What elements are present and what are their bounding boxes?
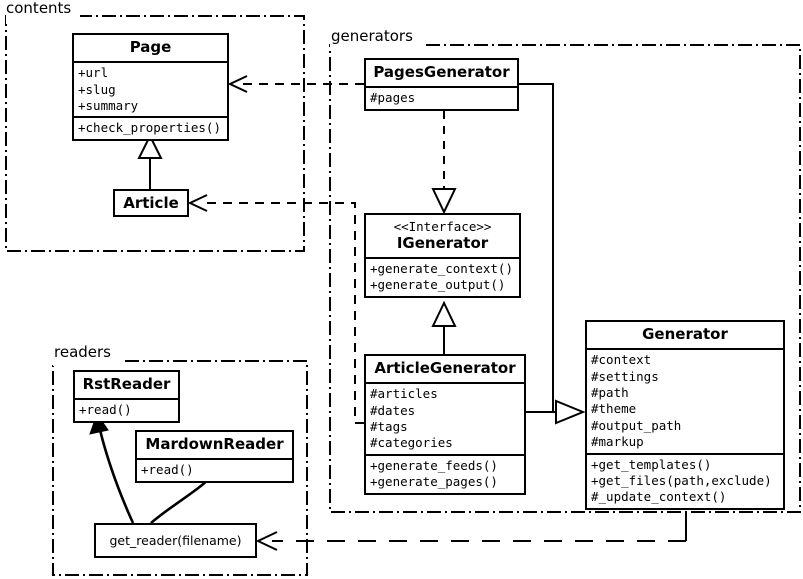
operation: +read()	[79, 402, 132, 418]
class-title-page: Page	[129, 38, 172, 56]
attribute: +url	[78, 65, 109, 81]
class-operations-page: +check_properties()	[74, 116, 227, 138]
attribute: #path	[591, 385, 629, 400]
class-attributes-pagesgenerator: #pages	[366, 86, 517, 108]
class-operations-igenerator: +generate_context() +generate_output()	[366, 256, 519, 296]
class-attributes-articlegenerator: #articles #dates #tags #categories	[366, 382, 524, 454]
class-name-igenerator: IGenerator	[396, 233, 489, 252]
function-label-get-reader: get_reader(filename)	[109, 533, 242, 548]
operation: +read()	[141, 462, 194, 478]
class-box-article[interactable]: Article	[113, 189, 189, 217]
operation: +generate_pages()	[370, 474, 498, 490]
class-title-articlegenerator: ArticleGenerator	[374, 359, 516, 377]
operation: +generate_output()	[370, 277, 506, 293]
attribute: #articles	[370, 386, 438, 402]
connector-get-reader-creates-rstreader	[89, 412, 135, 524]
class-title-article: Article	[123, 194, 179, 212]
operation: +get_templates()	[591, 456, 712, 472]
operation: +check_properties()	[78, 120, 221, 136]
connector-generators-uses-get-reader	[255, 512, 687, 551]
attribute: +slug	[78, 81, 116, 97]
class-box-rstreader[interactable]: RstReader +read()	[73, 370, 180, 423]
package-label-readers: readers	[54, 343, 111, 361]
connector-articlegenerator-inherits-generator	[526, 399, 586, 425]
class-title-generator: Generator	[642, 325, 728, 343]
class-operations-mardownreader: +read()	[137, 458, 292, 480]
connector-articlegenerator-uses-article	[187, 194, 364, 424]
class-box-pagesgenerator[interactable]: PagesGenerator #pages	[364, 58, 519, 111]
class-title-pagesgenerator: PagesGenerator	[373, 63, 510, 81]
class-box-page[interactable]: Page +url +slug +summary +check_properti…	[72, 33, 229, 141]
operation: +get_files(path,exclude)	[591, 472, 772, 488]
class-title-rstreader: RstReader	[82, 375, 171, 393]
class-attributes-generator: #context #settings #path #theme #output_…	[587, 348, 783, 452]
operation: +generate_feeds()	[370, 457, 498, 473]
class-operations-articlegenerator: +generate_feeds() +generate_pages()	[366, 453, 524, 493]
attribute: #theme	[591, 401, 637, 417]
attribute: #markup	[591, 434, 644, 450]
attribute: +summary	[78, 98, 139, 113]
attribute: #output_path	[591, 417, 682, 433]
attribute: #categories	[370, 435, 453, 451]
operation: +generate_context()	[370, 260, 513, 276]
package-frame-generators	[329, 44, 801, 513]
class-operations-rstreader: +read()	[75, 398, 178, 420]
package-frame-contents	[5, 15, 305, 252]
class-stereotype-igenerator: <<Interface>>	[393, 219, 492, 234]
function-box-get-reader[interactable]: get_reader(filename)	[94, 523, 257, 558]
connector-article-inherits-page	[137, 133, 163, 190]
class-title-igenerator: <<Interface>> IGenerator	[366, 215, 519, 257]
class-box-mardownreader[interactable]: MardownReader +read()	[135, 430, 294, 483]
class-box-articlegenerator[interactable]: ArticleGenerator #articles #dates #tags …	[364, 354, 526, 495]
attribute: #context	[591, 352, 652, 368]
attribute: #dates	[370, 402, 416, 418]
connector-articlegenerator-inherits-igenerator	[431, 300, 457, 355]
attribute: #settings	[591, 368, 659, 384]
connector-pagesgenerator-realizes-igenerator	[431, 111, 457, 215]
package-label-generators: generators	[331, 27, 413, 45]
attribute: #pages	[370, 90, 416, 106]
class-title-mardownreader: MardownReader	[145, 435, 284, 453]
attribute: #tags	[370, 419, 408, 434]
class-box-generator[interactable]: Generator #context #settings #path #them…	[585, 320, 785, 510]
class-operations-generator: +get_templates() +get_files(path,exclude…	[587, 452, 783, 508]
package-frame-readers	[52, 360, 308, 576]
class-box-igenerator[interactable]: <<Interface>> IGenerator +generate_conte…	[364, 213, 521, 298]
package-label-contents: contents	[6, 0, 72, 17]
connector-pagesgenerator-uses-page	[227, 75, 364, 93]
operation: #_update_context()	[591, 489, 727, 505]
class-attributes-page: +url +slug +summary	[74, 61, 227, 116]
